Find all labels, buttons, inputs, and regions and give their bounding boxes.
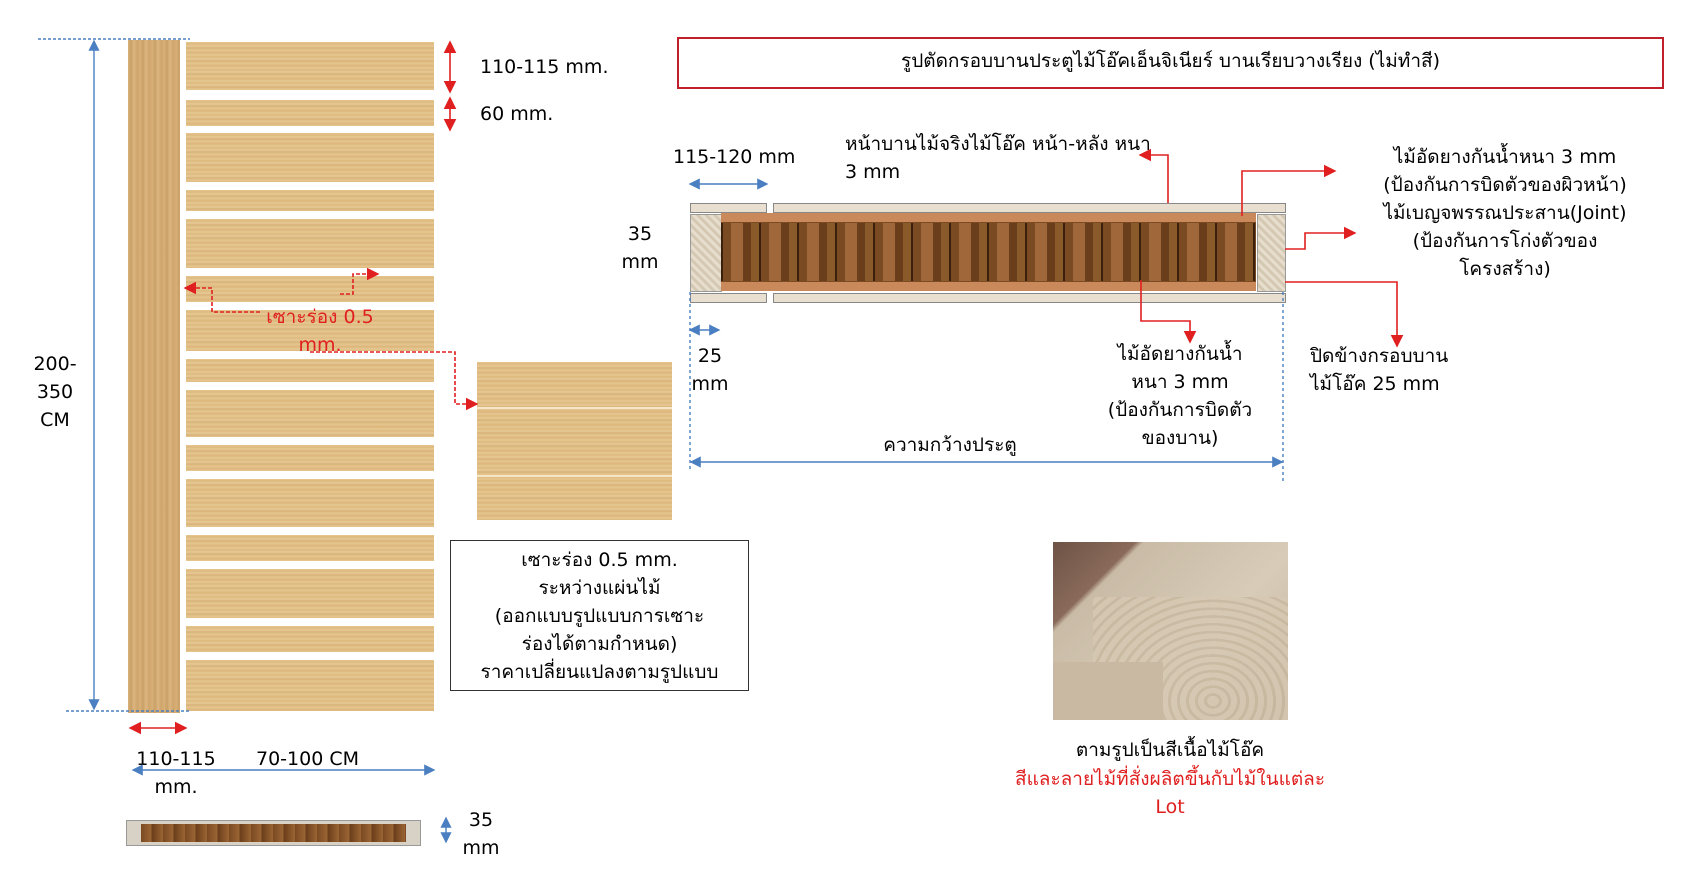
- door-plank: [186, 660, 434, 711]
- blue-dimensions: [38, 38, 1284, 844]
- door-plank: [186, 479, 434, 527]
- face-veneer-label: หน้าบานไม้จริงไม้โอ๊ค หน้า-หลัง หนา 3 mm: [845, 133, 1151, 183]
- plywood-bottom-label: ไม้อัดยางกันน้ำ หนา 3 mm (ป้องกันการบิดต…: [1107, 343, 1253, 449]
- door-plank: [186, 219, 434, 268]
- face-veneer-bottom: [773, 293, 1286, 303]
- frame-edge-right: [1257, 214, 1286, 292]
- section-door-width-label: ความกว้างประตู: [883, 434, 1017, 456]
- joint-core: [721, 223, 1256, 281]
- section-edge-label: 25 mm: [691, 345, 729, 395]
- door-plank: [186, 100, 434, 126]
- door-plank: [186, 626, 434, 652]
- groove-note-box: เซาะร่อง 0.5 mm. ระหว่างแผ่นไม้ (ออกแบบร…: [450, 540, 749, 691]
- groove-detail-swatch: [477, 362, 672, 520]
- door-height-label: 200- 350 CM: [33, 353, 77, 431]
- mini-section: [126, 820, 421, 846]
- door-plank: [186, 445, 434, 471]
- plywood-top-layer: [721, 213, 1256, 223]
- door-plank: [186, 133, 434, 182]
- door-thickness-label: 35 mm: [462, 809, 500, 859]
- section-title-box: รูปตัดกรอบบานประตูไม้โอ๊คเอ็นจิเนียร์ บา…: [677, 37, 1664, 89]
- sample-caption: ตามรูปเป็นสีเนื้อไม้โอ๊ค: [1075, 739, 1265, 761]
- joint-label: ไม้เบญจพรรณประสาน(Joint) (ป้องกันการโก่ง…: [1383, 202, 1627, 280]
- section-thickness-label: 35 mm: [621, 223, 659, 273]
- door-plank: [186, 190, 434, 211]
- plank-top-label: 110-115 mm.: [480, 56, 609, 78]
- door-plank: [186, 390, 434, 437]
- door-plank: [186, 535, 434, 561]
- sample-warning: สีและลายไม้ที่สั่งผลิตขึ้นกับไม้ในแต่ละ …: [1014, 768, 1326, 818]
- section-core: [721, 213, 1256, 291]
- groove-label: เซาะร่อง 0.5 mm.: [266, 306, 374, 356]
- face-veneer-top-left: [690, 203, 767, 213]
- face-veneer-top: [773, 203, 1286, 213]
- red-callouts: [128, 40, 1404, 735]
- groove-note-text: เซาะร่อง 0.5 mm. ระหว่างแผ่นไม้ (ออกแบบร…: [480, 549, 719, 683]
- door-plank: [186, 42, 434, 90]
- frame-label: ปิดข้างกรอบบาน ไม้โอ๊ค 25 mm: [1310, 345, 1449, 395]
- oak-sample-photo: [1053, 542, 1288, 720]
- door-plank: [186, 310, 434, 351]
- door-plank: [186, 359, 434, 382]
- door-plank: [186, 569, 434, 618]
- section-stile-width-label: 115-120 mm: [673, 146, 796, 168]
- plywood-bottom-layer: [721, 281, 1256, 291]
- section-title: รูปตัดกรอบบานประตูไม้โอ๊คเอ็นจิเนียร์ บา…: [900, 50, 1440, 72]
- plank-small-label: 60 mm.: [480, 103, 554, 125]
- door-stile: [128, 40, 180, 713]
- door-plank: [186, 276, 434, 302]
- plywood-top-label: ไม้อัดยางกันน้ำหนา 3 mm (ป้องกันการบิดตั…: [1383, 146, 1627, 196]
